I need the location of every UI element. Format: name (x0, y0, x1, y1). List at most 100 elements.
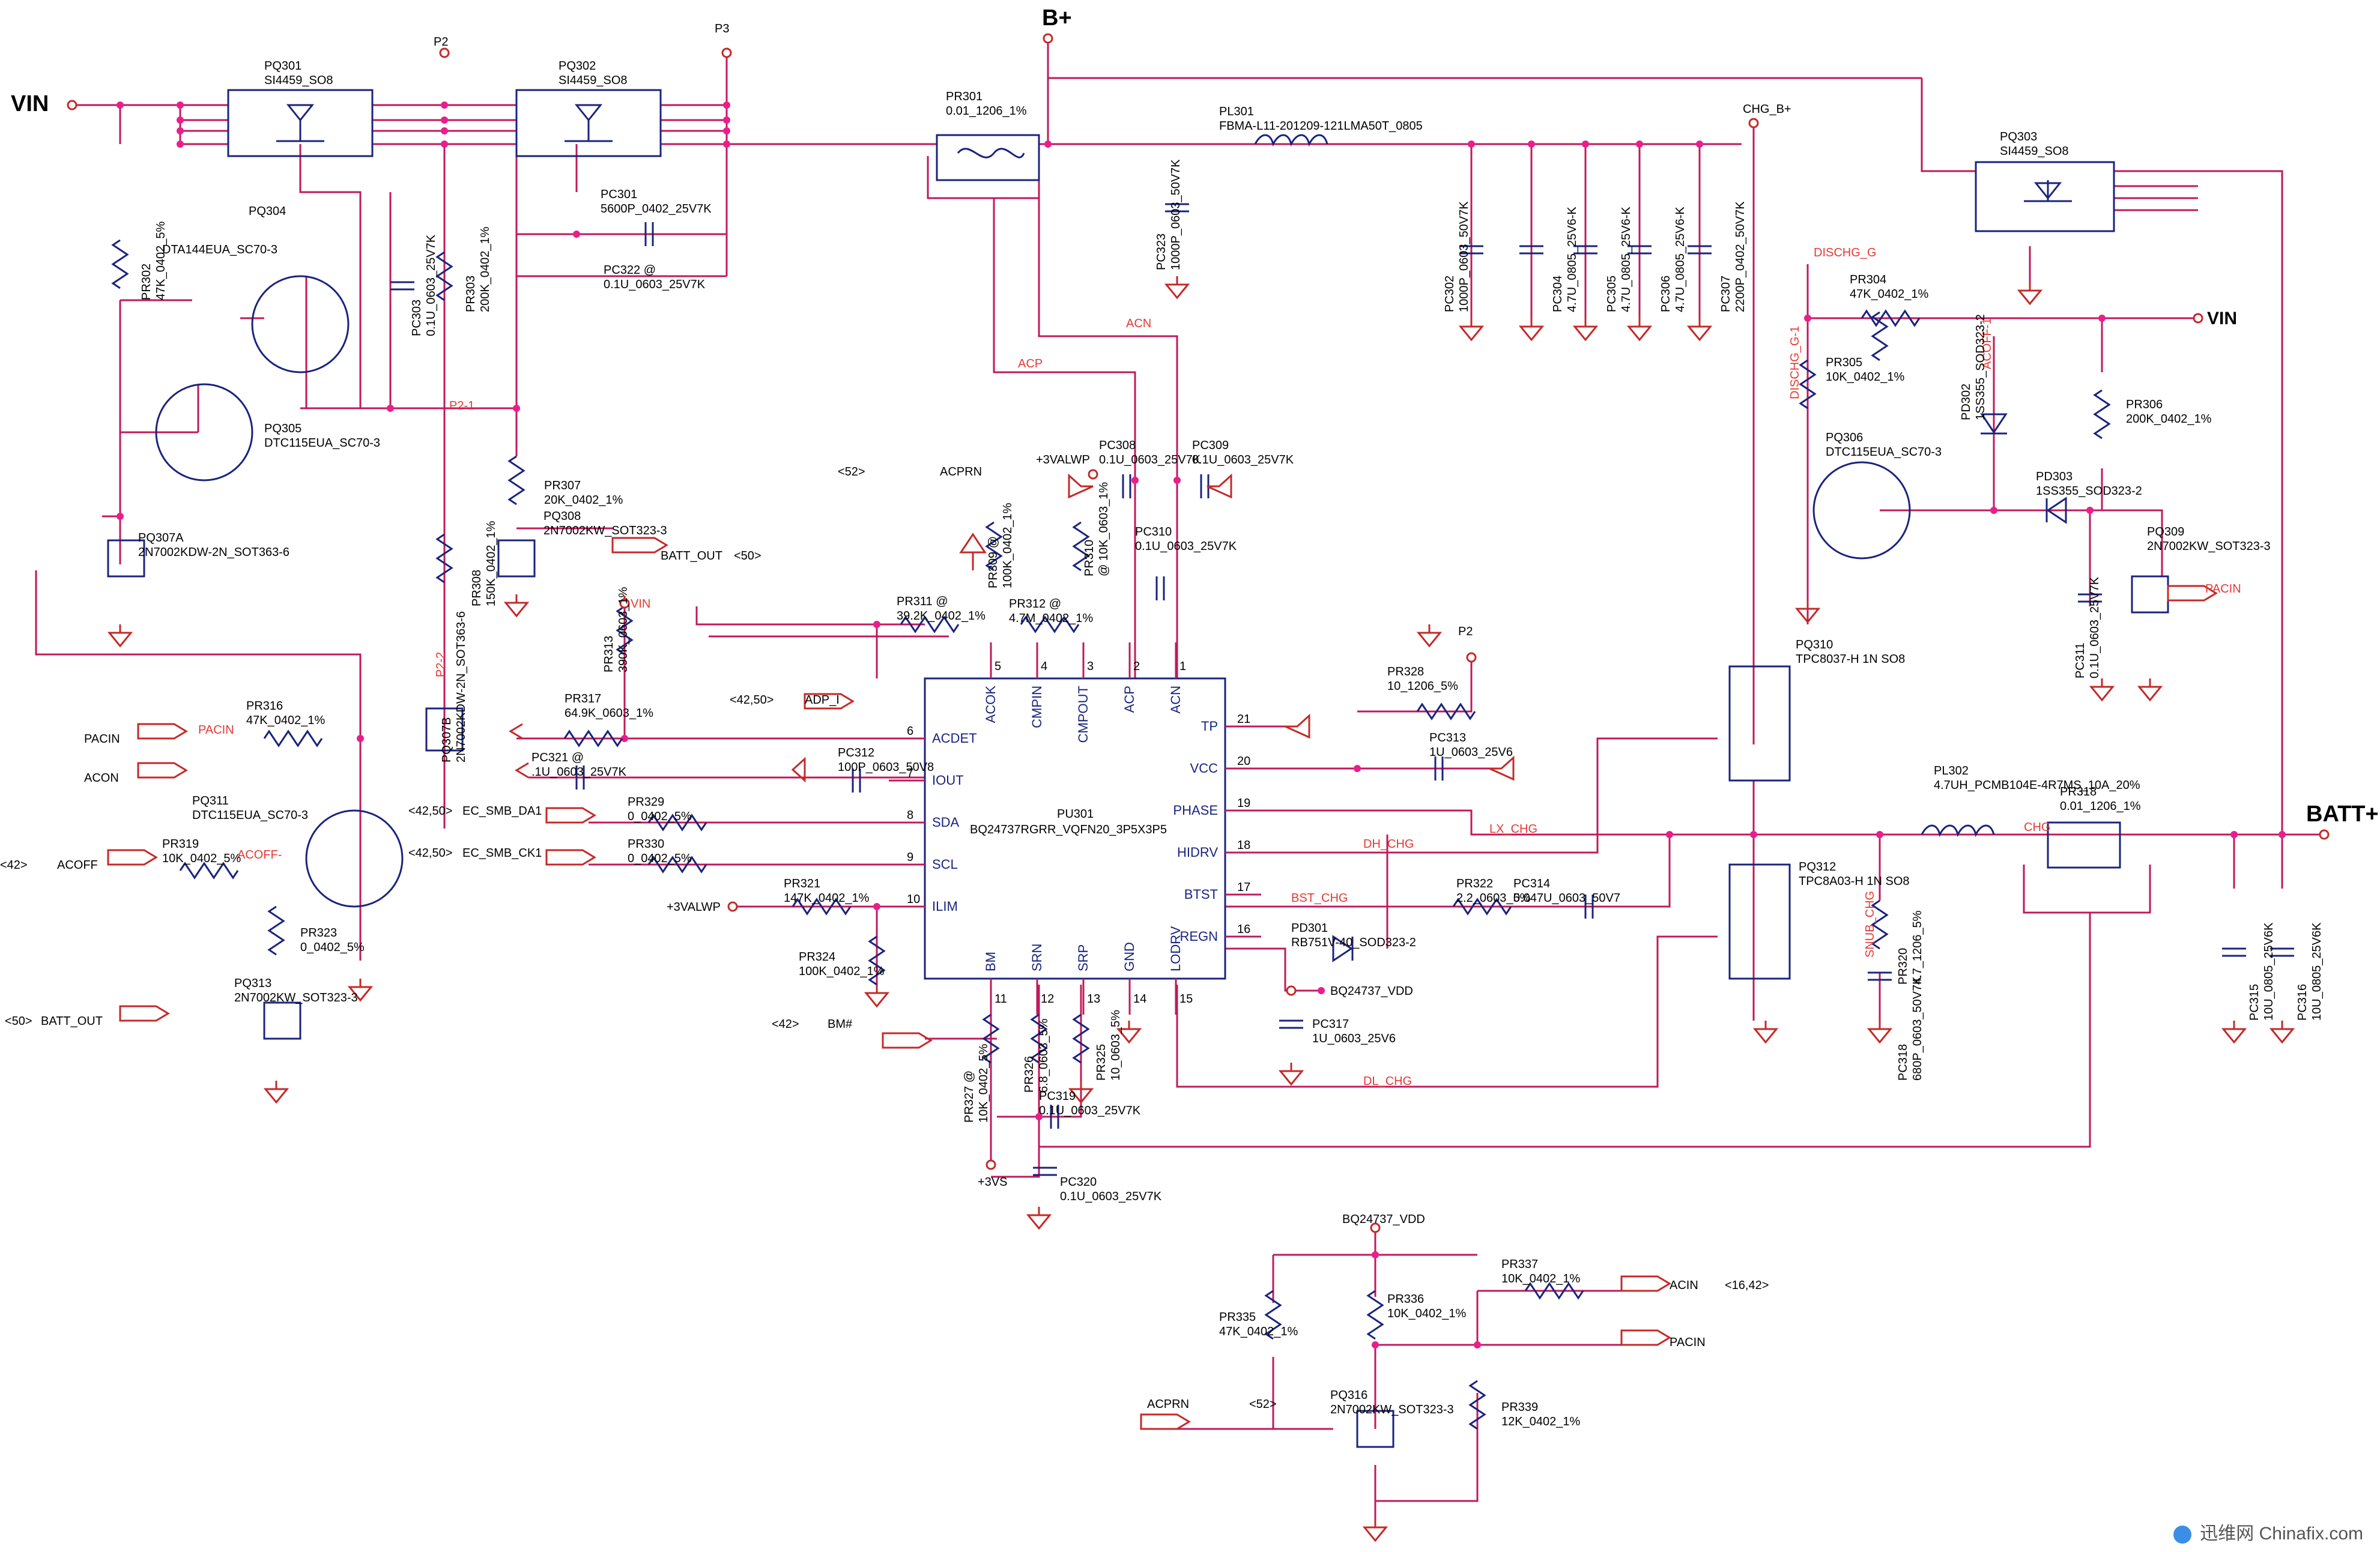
rail-labels: VIN B+ BATT+ VIN (11, 5, 2379, 827)
part-value: 47K_0402_5% (154, 222, 168, 300)
part-value: 4.7M_0402_1% (1009, 612, 1093, 625)
ref42b-label: <42> (0, 859, 28, 872)
part-value: 2N7002KW_SOT323-3 (234, 991, 358, 1004)
part-value: 200K_0402_1% (479, 226, 492, 312)
part-ref: PC317 (1312, 1018, 1349, 1031)
dischg-g-label: DISCHG_G (1814, 246, 1876, 259)
ref4250c-label: <42,50> (408, 847, 452, 860)
ref50b-label: <50> (734, 549, 762, 563)
part-ref: PR318 (2060, 785, 2097, 799)
ic-pin-name: ACP (1122, 686, 1137, 713)
part-ref: PR316 (246, 699, 283, 713)
part-value: 0.1U_0603_25V7K (425, 234, 438, 336)
ic-pin-name: ACDET (932, 731, 977, 746)
part-ref: PC319 (1039, 1090, 1076, 1103)
ec-ck-label: EC_SMB_CK1 (462, 847, 542, 860)
part-ref: PL301 (1219, 105, 1254, 118)
part-value: 47K_0402_1% (1219, 1325, 1298, 1338)
part-ref: PR326 (1023, 1056, 1036, 1093)
part-ref: PQ305 (264, 422, 301, 435)
part-value: 10K_0402_1% (1501, 1272, 1580, 1285)
ic-pin-name: BM (983, 952, 998, 971)
bplus-label: B+ (1042, 5, 1072, 31)
ic-pin-name: ILIM (932, 899, 958, 914)
part-value: 1000P_0603_50V7K (1458, 201, 1471, 312)
battplus-label: BATT+ (2306, 802, 2379, 827)
acprn-label: ACPRN (940, 465, 982, 479)
part-ref: PQ313 (234, 977, 271, 990)
part-ref: PR310 (1083, 540, 1096, 576)
vin-arrow-label: VIN (631, 597, 650, 611)
ic-pin-num: 21 (1237, 713, 1250, 726)
part-ref: PQ302 (559, 59, 596, 73)
part-value: 100K_0402_1% (799, 965, 885, 978)
part-value: 0.01_1206_1% (946, 104, 1027, 118)
ic-pin-num: 16 (1237, 923, 1250, 936)
ic-pin-num: 13 (1087, 992, 1100, 1006)
acon-label: ACON (84, 771, 119, 785)
part-ref: PC304 (1551, 276, 1564, 312)
part-value: 4.7U_0805_25V6-K (1620, 207, 1633, 312)
ic-pin-num: 19 (1237, 797, 1250, 810)
part-value: 0.1U_0603_25V7K (1039, 1104, 1141, 1117)
part-value: TPC8A03-H 1N SO8 (1799, 875, 1910, 888)
part-ref: PC308 (1099, 439, 1136, 452)
part-ref: PL302 (1934, 764, 1969, 778)
resistor-symbols (111, 239, 2111, 1430)
acoff-label: ACOFF (57, 859, 98, 872)
part-value: 1000P_0603_50V7K (1169, 159, 1182, 270)
watermark: 迅维网 Chinafix.com (2167, 1516, 2369, 1547)
part-value: 39.2K_0402_1% (897, 609, 986, 623)
ic-pin-num: 14 (1133, 992, 1146, 1006)
watermark-text-en: Chinafix.com (2259, 1524, 2363, 1544)
ic-pin-name: REGN (1179, 929, 1218, 944)
part-value: 47K_0402_1% (246, 714, 325, 727)
ic-pin-name: ACOK (983, 686, 998, 723)
part-ref: PQ309 (2147, 525, 2184, 539)
ic-pin-num: 4 (1041, 660, 1047, 673)
ic-pin-num: 5 (995, 660, 1001, 673)
part-value: DTC115EUA_SC70-3 (1826, 445, 1942, 459)
part-ref: PC312 (838, 746, 874, 759)
part-ref: PR323 (300, 926, 337, 940)
part-ref: PQ307B (440, 717, 453, 762)
part-value: 200K_0402_1% (2126, 412, 2212, 426)
v3vs-label: +3VS (978, 1176, 1007, 1189)
part-value: SI4459_SO8 (2000, 145, 2069, 158)
ic-pin-num: 11 (995, 992, 1007, 1006)
wires (35, 36, 2324, 1519)
ic-pin-num: 20 (1237, 755, 1250, 768)
dh-chg-label: DH_CHG (1363, 838, 1414, 851)
component-pr327: PR327 @10K_0402_5% (963, 1044, 990, 1123)
part-ref: PQ301 (264, 59, 301, 73)
part-ref: PR335 (1219, 1311, 1256, 1324)
pacin-red-label: PACIN (198, 723, 234, 737)
acp-label: ACP (1018, 357, 1043, 370)
chg-bplus-label: CHG_B+ (1743, 103, 1791, 116)
chg-label: CHG (2024, 821, 2050, 834)
part-ref: PC301 (601, 188, 637, 201)
part-ref: PR328 (1387, 665, 1424, 678)
part-ref: PR303 (464, 276, 477, 312)
part-ref: PR336 (1387, 1293, 1424, 1306)
part-ref: PQ303 (2000, 130, 2037, 143)
